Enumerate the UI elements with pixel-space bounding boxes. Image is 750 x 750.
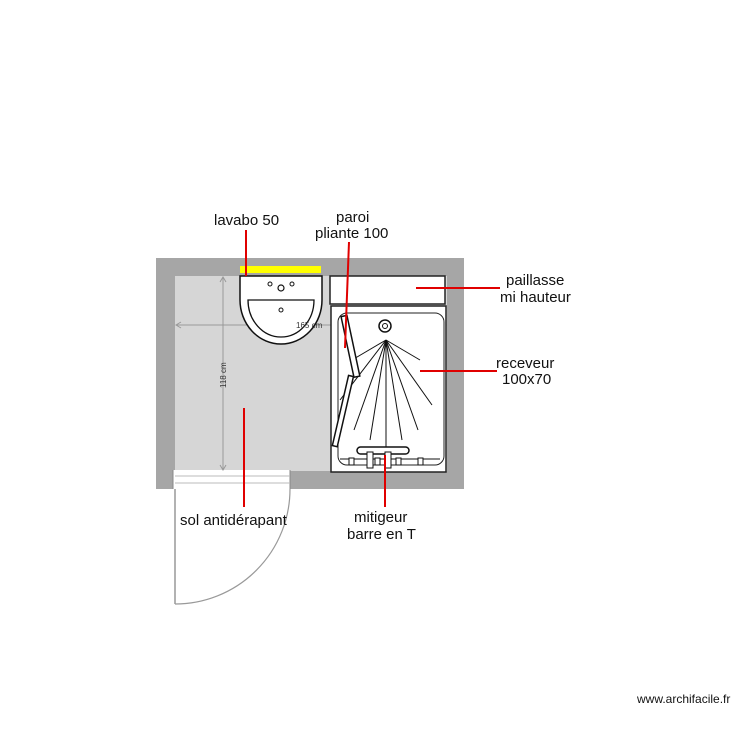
dimension-height-label: 118 cm [219,362,228,388]
label-paroi-line2: pliante 100 [315,225,388,242]
label-paroi-line1: paroi [336,209,369,226]
label-receveur-line1: receveur [496,355,554,372]
mitigeur-t-bar-icon [356,446,410,469]
label-paillasse-line1: paillasse [506,272,564,289]
shower-head-icon [378,319,392,333]
door-swing [174,488,291,605]
label-mitigeur-line2: barre en T [347,526,416,543]
label-mitigeur-line1: mitigeur [354,509,407,526]
label-paillasse-line2: mi hauteur [500,289,571,306]
leader-lines [243,230,500,507]
lavabo-sink [239,266,323,345]
label-lavabo: lavabo 50 [214,212,279,229]
dimension-height [219,276,227,471]
credit-watermark: www.archifacile.fr [636,692,730,706]
label-sol: sol antidérapant [180,512,288,529]
faucet-icon [277,284,285,292]
paillasse-counter [329,275,446,305]
drain-icon [278,307,284,313]
label-receveur-line2: 100x70 [502,371,551,388]
door-opening [173,470,290,489]
dimension-width-label: 165 cm [296,321,323,330]
